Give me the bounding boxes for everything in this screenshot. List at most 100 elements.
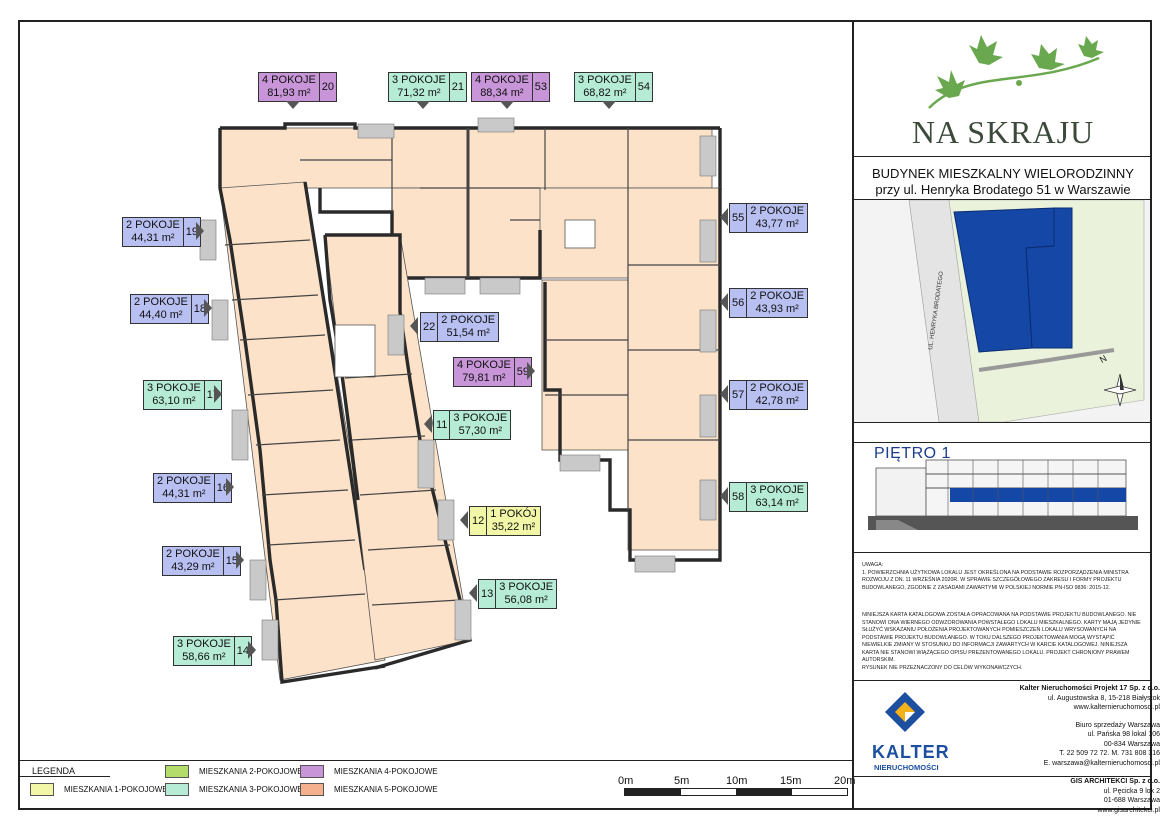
contact-block: Kalter Nieruchomości Projekt 17 Sp. z o.… <box>1020 684 1160 768</box>
notes-paragraph-1: NINIEJSZA KARTA KATALOGOWA ZOSTAŁA OPRAC… <box>862 612 1141 663</box>
legend-item-3: MIESZKANIA 3-POKOJOWE <box>165 783 303 796</box>
apt-rooms: 2 POKOJE <box>157 475 211 487</box>
arrow-down-icon <box>500 101 514 109</box>
legend-label: MIESZKANIA 3-POKOJOWE <box>199 785 303 794</box>
arrow-left-icon <box>720 293 728 311</box>
apt-rooms: 2 POKOJE <box>750 205 805 217</box>
ivy-leaf-logo-icon <box>928 35 1104 109</box>
notes-heading: UWAGA: <box>862 562 884 568</box>
divider <box>854 552 1150 553</box>
apt-area: 79,81 m² <box>462 372 506 384</box>
apt-rooms: 4 POKOJE <box>475 74 529 86</box>
arrow-down-icon <box>286 101 300 109</box>
project-name: NA SKRAJU <box>911 114 1095 150</box>
apt-number: 20 <box>321 80 335 93</box>
apt-area: 56,08 m² <box>504 594 548 606</box>
arrow-left-icon <box>720 385 728 403</box>
apt-area: 68,82 m² <box>583 87 627 99</box>
scale-label-0: 0m <box>618 775 634 787</box>
floor-plan <box>199 117 722 684</box>
apt-number: 55 <box>730 204 748 232</box>
legend-swatch <box>30 783 54 796</box>
top-wing <box>219 117 722 295</box>
apt-rooms: 2 POKOJE <box>166 548 220 560</box>
arrow-left-icon <box>410 317 418 335</box>
apt-number: 53 <box>534 80 548 93</box>
apt-rooms: 3 POKOJE <box>750 484 805 496</box>
divider <box>854 199 1150 200</box>
apt-rooms: 3 POKOJE <box>392 74 446 86</box>
kalter-logo-icon <box>885 692 925 732</box>
apt-rooms: 4 POKOJE <box>262 74 316 86</box>
apt-area: 71,32 m² <box>397 87 441 99</box>
apt-rooms: 1 POKÓJ <box>490 508 537 520</box>
office-address-2: 00-834 Warszawa <box>1103 740 1160 748</box>
right-wing <box>541 187 722 573</box>
scale-label-5: 5m <box>674 775 690 787</box>
legend-label: MIESZKANIA 5-POKOJOWE <box>334 785 438 794</box>
company-2-address-2: 01-688 Warszawa <box>1103 797 1160 804</box>
scale-seg <box>625 789 681 795</box>
apt-area: 44,40 m² <box>139 309 183 321</box>
apt-number: 59 <box>516 365 530 378</box>
apt-number: 12 <box>470 507 488 535</box>
company-1-web: www.kalternieruchomosci.pl <box>1073 704 1160 711</box>
apt-rooms: 3 POKOJE <box>147 382 201 394</box>
scale-label-20: 20m <box>834 775 856 787</box>
arrow-right-icon <box>236 551 244 569</box>
arrow-right-icon <box>527 362 535 380</box>
apt-area: 43,93 m² <box>755 303 799 315</box>
building-line-1: BUDYNEK MIESZKALNY WIELORODZINNY <box>872 166 1134 181</box>
office-title: Biuro sprzedaży Warszawa <box>1075 721 1160 729</box>
arrow-right-icon <box>214 385 222 403</box>
apt-rooms: 3 POKOJE <box>578 74 632 86</box>
apt-number: 57 <box>730 381 748 409</box>
apt-area: 43,77 m² <box>755 218 799 230</box>
company-1: Kalter Nieruchomości Projekt 17 Sp. z o.… <box>1019 685 1160 692</box>
arrow-down-icon <box>416 101 430 109</box>
legend-item-1: MIESZKANIA 1-POKOJOWE <box>30 783 168 796</box>
apt-rooms: 3 POKOJE <box>177 638 231 650</box>
apt-area: 42,78 m² <box>755 395 799 407</box>
apt-area: 44,31 m² <box>162 488 206 500</box>
company-2-address-1: ul. Pęcicka 9 lok 2 <box>1103 787 1160 795</box>
company-2-web[interactable]: www.gisarchitekci.pl <box>1097 806 1160 814</box>
apt-rooms: 2 POKOJE <box>134 296 188 308</box>
scale-seg <box>791 789 847 795</box>
legend-item-4: MIESZKANIA 4-POKOJOWE <box>300 765 438 778</box>
legend-title-underline <box>20 776 110 777</box>
office-email[interactable]: E. warszawa@kalternieruchomosci.pl <box>1043 759 1160 767</box>
apt-area: 58,66 m² <box>182 651 226 663</box>
drawing-frame <box>18 20 1152 810</box>
legend-swatch <box>300 783 324 796</box>
building-line-2: przy ul. Henryka Brodatego 51 w Warszawi… <box>875 182 1131 197</box>
office-address-1: ul. Pańska 98 lokal 106 <box>1087 731 1160 738</box>
apt-area: 88,34 m² <box>480 87 524 99</box>
apt-area: 57,30 m² <box>458 425 503 437</box>
apt-number: 22 <box>421 313 439 341</box>
apt-number: 14 <box>236 644 250 657</box>
scale-label-15: 15m <box>780 775 802 787</box>
notes-block: UWAGA: 1. POWIERZCHNIA UŻYTKOWA LOKALU J… <box>862 562 1144 672</box>
arrow-right-icon <box>204 299 212 317</box>
apt-rooms: 2 POKOJE <box>126 219 180 231</box>
